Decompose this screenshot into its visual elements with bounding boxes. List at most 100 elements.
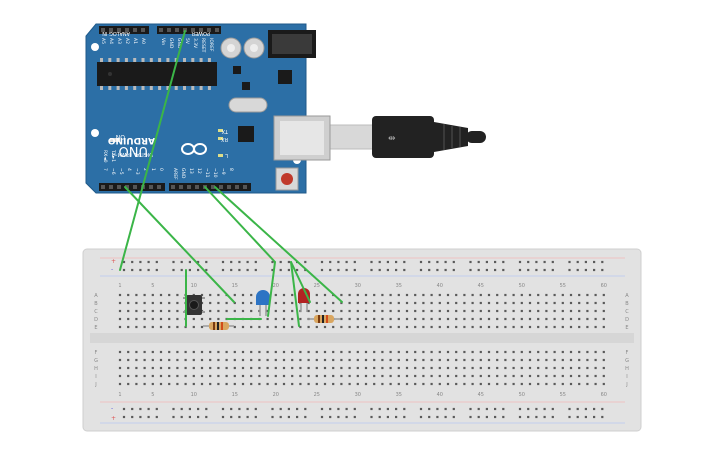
breadboard-hole[interactable]	[348, 382, 351, 386]
breadboard-hole[interactable]	[348, 358, 351, 362]
breadboard-hole[interactable]	[446, 309, 450, 313]
breadboard-hole[interactable]	[373, 317, 376, 321]
breadboard-hole[interactable]	[370, 260, 373, 264]
breadboard-hole[interactable]	[176, 366, 179, 370]
breadboard-hole[interactable]	[225, 301, 228, 305]
breadboard-hole[interactable]	[233, 358, 236, 362]
breadboard[interactable]: 1155101015152020252530303535404045455050…	[82, 248, 642, 432]
breadboard-hole[interactable]	[414, 309, 417, 313]
pushbutton-cap[interactable]	[189, 300, 199, 310]
header-pin[interactable]	[179, 185, 183, 189]
wire-gnd-branch[interactable]	[290, 261, 311, 303]
breadboard-hole[interactable]	[340, 293, 343, 297]
breadboard-hole[interactable]	[135, 350, 138, 354]
breadboard-hole[interactable]	[274, 366, 277, 370]
breadboard-hole[interactable]	[463, 317, 466, 321]
breadboard-hole[interactable]	[225, 374, 228, 378]
breadboard-hole[interactable]	[561, 317, 564, 321]
breadboard-hole[interactable]	[528, 358, 532, 362]
breadboard-hole[interactable]	[594, 366, 597, 370]
breadboard-hole[interactable]	[405, 366, 409, 370]
wire-pin13-to-resistor[interactable]	[214, 186, 343, 303]
breadboard-hole[interactable]	[188, 260, 191, 264]
breadboard-hole[interactable]	[266, 374, 269, 378]
breadboard-hole[interactable]	[192, 317, 195, 321]
breadboard-hole[interactable]	[155, 415, 158, 419]
breadboard-hole[interactable]	[315, 309, 318, 313]
breadboard-hole[interactable]	[250, 301, 253, 305]
breadboard-hole[interactable]	[403, 415, 406, 419]
breadboard-hole[interactable]	[329, 407, 332, 411]
breadboard-hole[interactable]	[258, 366, 261, 370]
breadboard-hole[interactable]	[159, 301, 163, 305]
breadboard-hole[interactable]	[537, 325, 540, 329]
breadboard-hole[interactable]	[364, 366, 368, 370]
breadboard-hole[interactable]	[569, 293, 573, 297]
breadboard-hole[interactable]	[389, 382, 392, 386]
breadboard-hole[interactable]	[601, 407, 604, 411]
breadboard-hole[interactable]	[446, 293, 450, 297]
breadboard-hole[interactable]	[184, 350, 187, 354]
breadboard-hole[interactable]	[414, 301, 417, 305]
breadboard-hole[interactable]	[364, 350, 368, 354]
breadboard-hole[interactable]	[593, 260, 596, 264]
breadboard-hole[interactable]	[594, 325, 597, 329]
breadboard-hole[interactable]	[487, 350, 491, 354]
breadboard-hole[interactable]	[586, 301, 589, 305]
breadboard-hole[interactable]	[337, 260, 340, 264]
breadboard-hole[interactable]	[553, 374, 556, 378]
breadboard-hole[interactable]	[168, 366, 171, 370]
breadboard-hole[interactable]	[332, 325, 335, 329]
breadboard-hole[interactable]	[370, 407, 373, 411]
breadboard-hole[interactable]	[438, 358, 441, 362]
breadboard-hole[interactable]	[569, 374, 573, 378]
header-pin[interactable]	[117, 28, 121, 32]
breadboard-hole[interactable]	[127, 301, 130, 305]
breadboard-hole[interactable]	[430, 382, 433, 386]
breadboard-hole[interactable]	[527, 260, 530, 264]
breadboard-hole[interactable]	[452, 260, 455, 264]
breadboard-hole[interactable]	[520, 309, 523, 313]
breadboard-hole[interactable]	[168, 301, 171, 305]
breadboard-hole[interactable]	[205, 268, 208, 272]
breadboard-hole[interactable]	[405, 374, 409, 378]
breadboard-hole[interactable]	[537, 301, 540, 305]
header-pin[interactable]	[125, 185, 129, 189]
breadboard-hole[interactable]	[143, 293, 146, 297]
breadboard-hole[interactable]	[578, 358, 581, 362]
breadboard-hole[interactable]	[159, 350, 163, 354]
breadboard-hole[interactable]	[494, 415, 497, 419]
breadboard-hole[interactable]	[389, 350, 392, 354]
breadboard-hole[interactable]	[168, 293, 171, 297]
breadboard-hole[interactable]	[279, 260, 282, 264]
header-pin[interactable]	[187, 185, 191, 189]
breadboard-hole[interactable]	[168, 374, 171, 378]
breadboard-hole[interactable]	[586, 358, 589, 362]
breadboard-hole[interactable]	[118, 317, 122, 321]
breadboard-hole[interactable]	[405, 301, 409, 305]
breadboard-hole[interactable]	[192, 374, 195, 378]
breadboard-hole[interactable]	[419, 415, 423, 419]
breadboard-hole[interactable]	[118, 358, 122, 362]
breadboard-hole[interactable]	[118, 293, 122, 297]
breadboard-hole[interactable]	[537, 382, 540, 386]
breadboard-hole[interactable]	[378, 415, 381, 419]
breadboard-hole[interactable]	[593, 407, 596, 411]
breadboard-hole[interactable]	[528, 382, 532, 386]
breadboard-hole[interactable]	[496, 374, 499, 378]
breadboard-hole[interactable]	[356, 309, 359, 313]
breadboard-hole[interactable]	[209, 309, 212, 313]
breadboard-hole[interactable]	[176, 293, 179, 297]
breadboard-hole[interactable]	[419, 407, 423, 411]
breadboard-hole[interactable]	[403, 260, 406, 264]
breadboard-hole[interactable]	[551, 260, 554, 264]
breadboard-hole[interactable]	[127, 309, 130, 313]
breadboard-hole[interactable]	[287, 268, 290, 272]
header-pin[interactable]	[109, 28, 113, 32]
breadboard-hole[interactable]	[238, 268, 241, 272]
breadboard-hole[interactable]	[323, 366, 327, 370]
breadboard-hole[interactable]	[397, 309, 400, 313]
breadboard-hole[interactable]	[176, 350, 179, 354]
breadboard-hole[interactable]	[601, 260, 604, 264]
breadboard-hole[interactable]	[479, 374, 482, 378]
